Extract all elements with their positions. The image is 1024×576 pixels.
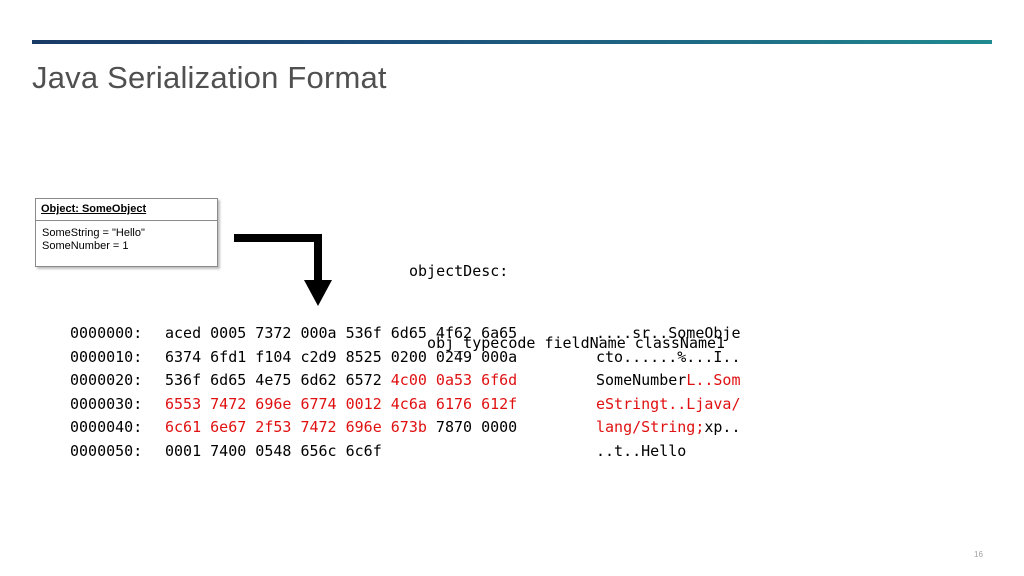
hex-bytes: 0001 7400 0548 656c 6c6f [165,440,596,464]
uml-attributes: SomeString = "Hello" SomeNumber = 1 [36,221,217,253]
hex-offset: 0000030: [70,394,143,413]
hex-dump-line: 0000010: 6374 6fd1 f104 c2d9 8525 0200 02… [70,346,741,370]
hex-ascii: ..t..Hello [596,440,686,464]
hex-dump-line: 0000020: 536f 6d65 4e75 6d62 6572 4c00 0a… [70,369,741,393]
hex-bytes: 6374 6fd1 f104 c2d9 8525 0200 0249 000a [165,346,596,370]
uml-attribute-somestring: SomeString = "Hello" [42,227,145,239]
hex-dump: 0000000: aced 0005 7372 000a 536f 6d65 4f… [70,322,741,463]
hex-dump-line: 0000050: 0001 7400 0548 656c 6c6f ..t..Hel… [70,440,741,464]
hex-ascii: cto......%...I.. [596,346,741,370]
hex-bytes-highlight: 6c61 6e67 2f53 7472 696e 673b [165,418,427,436]
hex-offset: 0000010: [70,347,143,366]
hex-bytes: 536f 6d65 4e75 6d62 6572 4c00 0a53 6f6d [165,369,596,393]
hex-ascii: eStringt..Ljava/ [596,393,741,417]
ascii-segment: xp.. [704,418,741,436]
hex-offset: 0000040: [70,418,143,436]
hex-offset: 0000000: [70,324,143,342]
hex-bytes: 6c61 6e67 2f53 7472 696e 673b 7870 0000 [165,416,596,440]
page-number: 16 [974,550,983,559]
hex-dump-line: 0000000: aced 0005 7372 000a 536f 6d65 4f… [70,322,741,346]
hex-ascii: SomeNumberL..Som [596,369,741,393]
hex-bytes-segment: aced 0005 7372 000a 536f 6d65 4f62 6a65 [165,324,518,342]
ascii-highlight: eStringt..Ljava/ [596,394,741,413]
hex-bytes-highlight: 4c00 0a53 6f6d [390,371,518,389]
hex-dump-line: 0000030: 6553 7472 696e 6774 0012 4c6a 61… [70,393,741,417]
hex-bytes-highlight: 6553 7472 696e 6774 0012 4c6a 6176 612f [165,394,518,413]
hex-offset: 0000050: [70,441,143,460]
object-desc-fields: obj_typecode fieldName className1 [409,334,726,352]
hex-bytes-segment: 536f 6d65 4e75 6d62 6572 [165,371,391,389]
uml-object-header: Object: SomeObject [36,199,217,221]
object-desc-label: objectDesc: [409,262,509,280]
hex-bytes: 6553 7472 696e 6774 0012 4c6a 6176 612f [165,393,596,417]
hex-dump-line: 0000040: 6c61 6e67 2f53 7472 696e 673b 78… [70,416,741,440]
ascii-segment: cto......%...I.. [596,347,741,366]
ascii-highlight: lang/String; [596,418,705,436]
ascii-segment: SomeNumber [596,371,687,389]
ascii-highlight: L..Som [686,371,741,389]
hex-offset: 0000020: [70,371,143,389]
uml-attribute-somenumber: SomeNumber = 1 [42,240,129,252]
down-right-elbow-arrow-icon [234,234,332,306]
ascii-segment: ..t..Hello [596,441,687,460]
uml-object-box: Object: SomeObject SomeString = "Hello" … [35,198,218,267]
hex-bytes-segment: 7870 0000 [426,418,518,436]
hex-ascii: lang/String;xp.. [596,416,741,440]
hex-ascii: ....sr..SomeObje [596,322,741,346]
title-rule [32,40,992,44]
hex-bytes-segment: 6374 6fd1 f104 c2d9 8525 0200 0249 000a [165,347,518,366]
hex-bytes-segment: 0001 7400 0548 656c 6c6f [165,441,382,460]
slide-title: Java Serialization Format [32,60,387,95]
ascii-segment: ....sr..SomeObje [596,324,741,342]
hex-bytes: aced 0005 7372 000a 536f 6d65 4f62 6a65 [165,322,596,346]
object-desc: objectDesc: obj_typecode fieldName class… [409,211,725,403]
